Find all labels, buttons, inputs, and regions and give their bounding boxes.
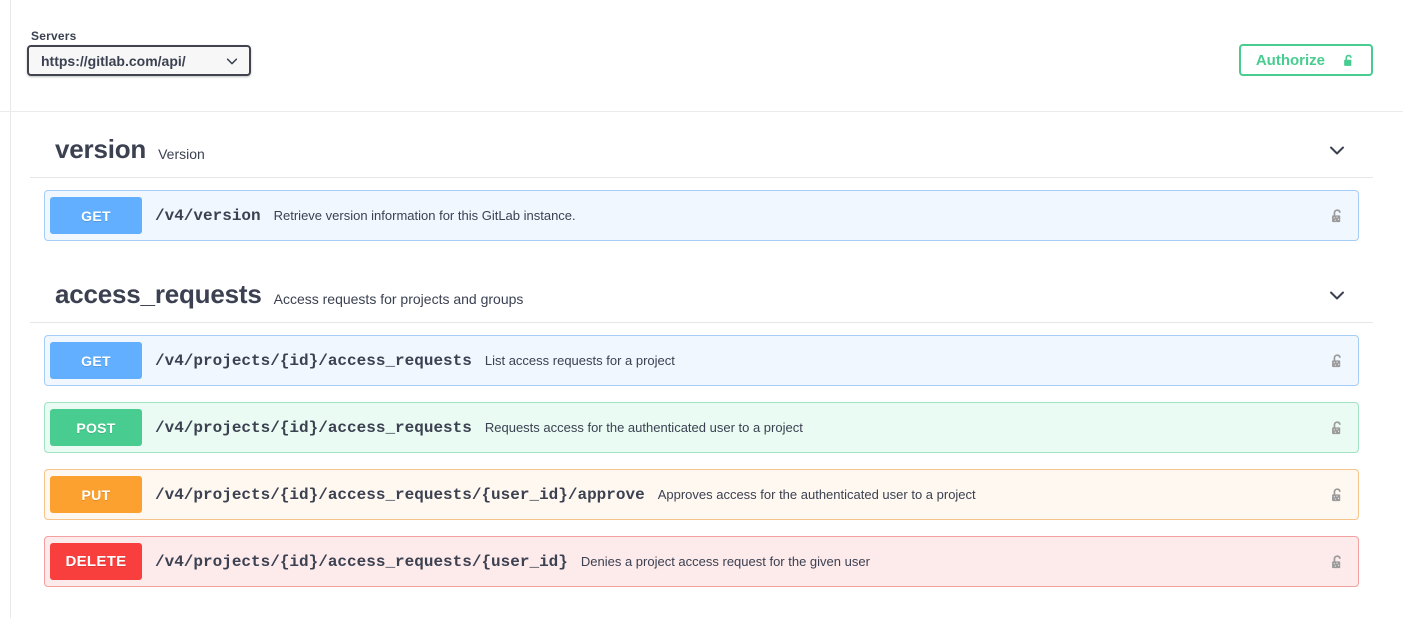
servers-label: Servers	[31, 29, 77, 43]
servers-selector-group: Servers https://gitlab.com/api/	[27, 29, 251, 76]
tag-name: access_requests	[55, 279, 262, 309]
server-url-value: https://gitlab.com/api/	[41, 52, 186, 69]
operation-row[interactable]: PUT/v4/projects/{id}/access_requests/{us…	[44, 469, 1359, 520]
tag-header-version[interactable]: version Version	[30, 112, 1373, 178]
tag-header-access_requests[interactable]: access_requests Access requests for proje…	[30, 257, 1373, 323]
operation-summary: Denies a project access request for the …	[580, 554, 870, 569]
authorize-button[interactable]: Authorize	[1238, 44, 1373, 76]
http-method-badge: GET	[50, 342, 142, 379]
operation-path: /v4/version	[155, 206, 261, 225]
http-method-badge: DELETE	[50, 543, 142, 580]
operation-row[interactable]: GET/v4/projects/{id}/access_requests List…	[44, 335, 1359, 386]
operation-path: /v4/projects/{id}/access_requests/{user_…	[155, 485, 645, 504]
operation-row[interactable]: GET/v4/version Retrieve version informati…	[44, 190, 1359, 241]
operation-summary: List access requests for a project	[484, 353, 675, 368]
chevron-down-icon	[225, 54, 239, 68]
operation-summary: Approves access for the authenticated us…	[657, 487, 976, 502]
operation-path: /v4/projects/{id}/access_requests/{user_…	[155, 552, 568, 571]
unlocked-padlock-icon[interactable]	[1329, 206, 1346, 226]
operation-list: GET/v4/projects/{id}/access_requests List…	[30, 335, 1373, 587]
chevron-down-icon[interactable]	[1326, 284, 1348, 306]
http-method-badge: GET	[50, 197, 142, 234]
operation-summary: Requests access for the authenticated us…	[484, 420, 803, 435]
authorize-button-label: Authorize	[1255, 51, 1325, 69]
tag-description: Version	[158, 145, 205, 162]
page-left-rail	[10, 0, 11, 618]
authorize-area: Authorize	[1238, 44, 1373, 76]
operation-path: /v4/projects/{id}/access_requests	[155, 351, 472, 370]
http-method-badge: PUT	[50, 476, 142, 513]
servers-bar: Servers https://gitlab.com/api/ Authoriz…	[0, 0, 1403, 112]
operation-path: /v4/projects/{id}/access_requests	[155, 418, 472, 437]
operation-row[interactable]: DELETE/v4/projects/{id}/access_requests/…	[44, 536, 1359, 587]
operation-summary: Retrieve version information for this Gi…	[273, 208, 576, 223]
tag-description: Access requests for projects and groups	[273, 290, 524, 307]
server-url-select[interactable]: https://gitlab.com/api/	[27, 45, 251, 76]
unlocked-padlock-icon[interactable]	[1329, 418, 1346, 438]
unlocked-padlock-icon	[1341, 52, 1356, 69]
tag-section-access_requests: access_requests Access requests for proje…	[30, 257, 1373, 587]
operation-row[interactable]: POST/v4/projects/{id}/access_requests Req…	[44, 402, 1359, 453]
http-method-badge: POST	[50, 409, 142, 446]
unlocked-padlock-icon[interactable]	[1329, 552, 1346, 572]
tag-name: version	[55, 134, 147, 164]
unlocked-padlock-icon[interactable]	[1329, 351, 1346, 371]
chevron-down-icon[interactable]	[1326, 139, 1348, 161]
unlocked-padlock-icon[interactable]	[1329, 485, 1346, 505]
operation-list: GET/v4/version Retrieve version informati…	[30, 190, 1373, 241]
